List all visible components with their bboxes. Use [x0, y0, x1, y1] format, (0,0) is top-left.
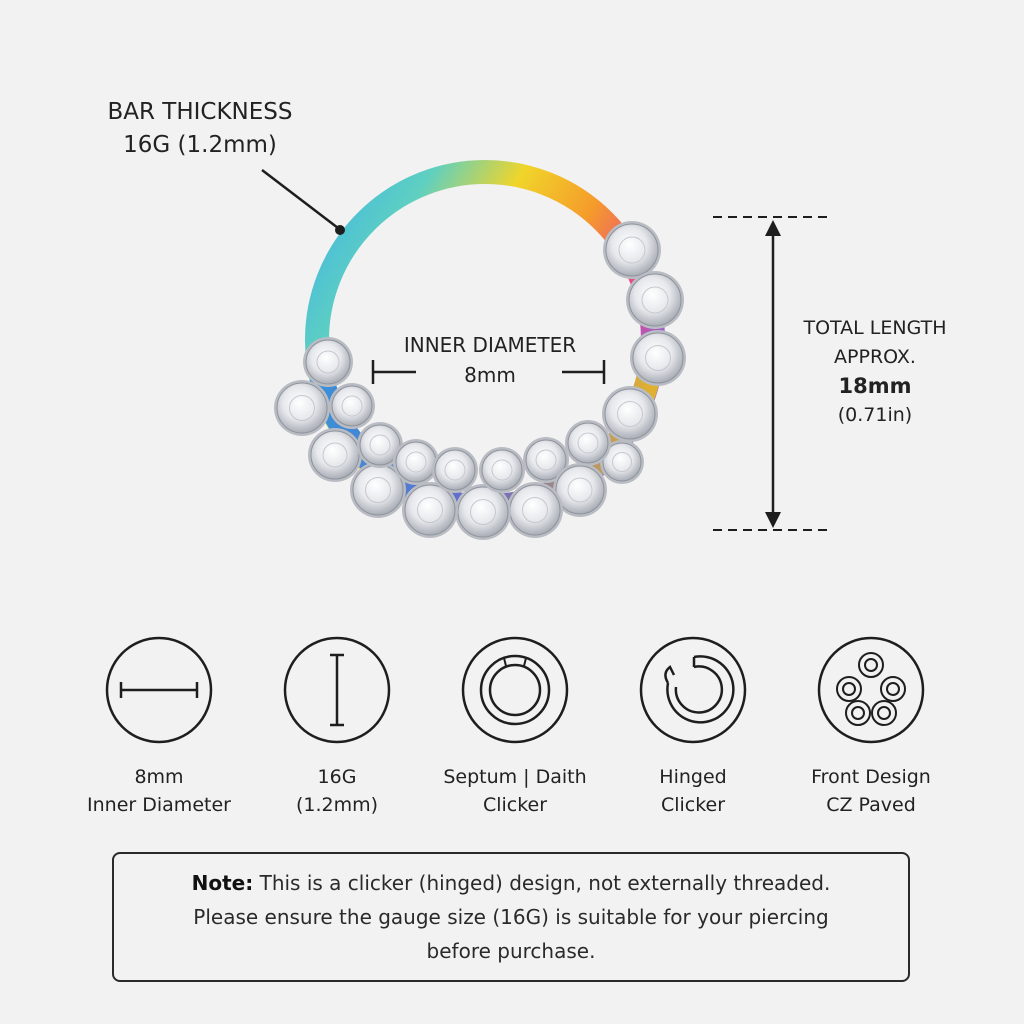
- note-body: This is a clicker (hinged) design, not e…: [193, 871, 831, 963]
- arrow-down-icon: [765, 512, 781, 528]
- cz-gems: [274, 221, 686, 540]
- feature-cz-paved-line2: CZ Paved: [826, 794, 916, 816]
- note-text: Note: This is a clicker (hinged) design,…: [161, 866, 861, 968]
- bar-thickness-value: 16G (1.2mm): [123, 132, 277, 158]
- cz-gem: [402, 482, 458, 538]
- cz-gem: [602, 386, 658, 442]
- note-label: Note:: [191, 871, 254, 895]
- septum-clicker-icon: [461, 636, 569, 744]
- cz-gem: [523, 437, 569, 483]
- cz-gem: [553, 463, 607, 517]
- note-box: Note: This is a clicker (hinged) design,…: [112, 852, 910, 982]
- feature-inner-diameter-line1: 8mm: [134, 766, 184, 788]
- cz-gem: [350, 462, 406, 518]
- inner-diameter-icon: [105, 636, 213, 744]
- cz-gem: [308, 428, 362, 482]
- total-length-dimension: [713, 216, 830, 531]
- feature-hinged-clicker-line1: Hinged: [659, 766, 727, 788]
- cz-paved-icon: [817, 636, 925, 744]
- feature-cz-paved: Front Design CZ Paved: [782, 635, 960, 825]
- feature-septum-clicker-line1: Septum | Daith: [443, 766, 587, 788]
- cz-gem: [626, 271, 684, 329]
- feature-inner-diameter: 8mm Inner Diameter: [70, 635, 248, 825]
- feature-row: 8mm Inner Diameter 16G (1.2mm) Septum | …: [70, 635, 960, 825]
- total-length-label: TOTAL LENGTH APPROX. 18mm (0.71in): [790, 314, 960, 430]
- inner-diameter-marker: [371, 360, 606, 384]
- hinged-clicker-icon: [639, 636, 747, 744]
- product-illustration: [261, 160, 830, 540]
- cz-gem: [303, 337, 353, 387]
- gauge-icon: [283, 636, 391, 744]
- feature-gauge-line1: 16G: [317, 766, 357, 788]
- bar-thickness-title: BAR THICKNESS: [107, 99, 293, 125]
- cz-gem: [603, 221, 661, 279]
- cz-gem: [432, 447, 478, 493]
- inner-diameter-value: 8mm: [464, 363, 516, 387]
- feature-septum-clicker-line2: Clicker: [482, 794, 548, 816]
- cz-gem: [357, 422, 403, 468]
- inner-diameter-title: INNER DIAMETER: [403, 333, 577, 357]
- feature-septum-clicker: Septum | Daith Clicker: [426, 635, 604, 825]
- cz-gem: [630, 330, 686, 386]
- bar-thickness-dot: [335, 225, 345, 235]
- bar-thickness-leader: [261, 169, 339, 229]
- total-length-value: 18mm: [838, 374, 912, 398]
- cz-gem: [565, 420, 611, 466]
- feature-hinged-clicker: Hinged Clicker: [604, 635, 782, 825]
- cz-gem: [455, 484, 511, 540]
- bar-thickness-label: BAR THICKNESS 16G (1.2mm): [90, 96, 310, 162]
- cz-gem: [479, 447, 525, 493]
- cz-gem: [329, 383, 375, 429]
- total-length-title: TOTAL LENGTH: [803, 317, 947, 339]
- arrow-up-icon: [765, 220, 781, 236]
- feature-gauge: 16G (1.2mm): [248, 635, 426, 825]
- cz-gem: [274, 380, 330, 436]
- cz-gem: [393, 439, 439, 485]
- feature-cz-paved-line1: Front Design: [811, 766, 931, 788]
- cz-gem: [507, 482, 563, 538]
- inner-diameter-label: INNER DIAMETER 8mm: [385, 330, 595, 390]
- feature-gauge-line2: (1.2mm): [295, 794, 379, 816]
- cz-gem: [600, 440, 644, 484]
- feature-hinged-clicker-line2: Clicker: [660, 794, 726, 816]
- feature-inner-diameter-line2: Inner Diameter: [87, 794, 231, 816]
- total-length-imperial: (0.71in): [837, 404, 913, 426]
- total-length-approx: APPROX.: [834, 346, 916, 368]
